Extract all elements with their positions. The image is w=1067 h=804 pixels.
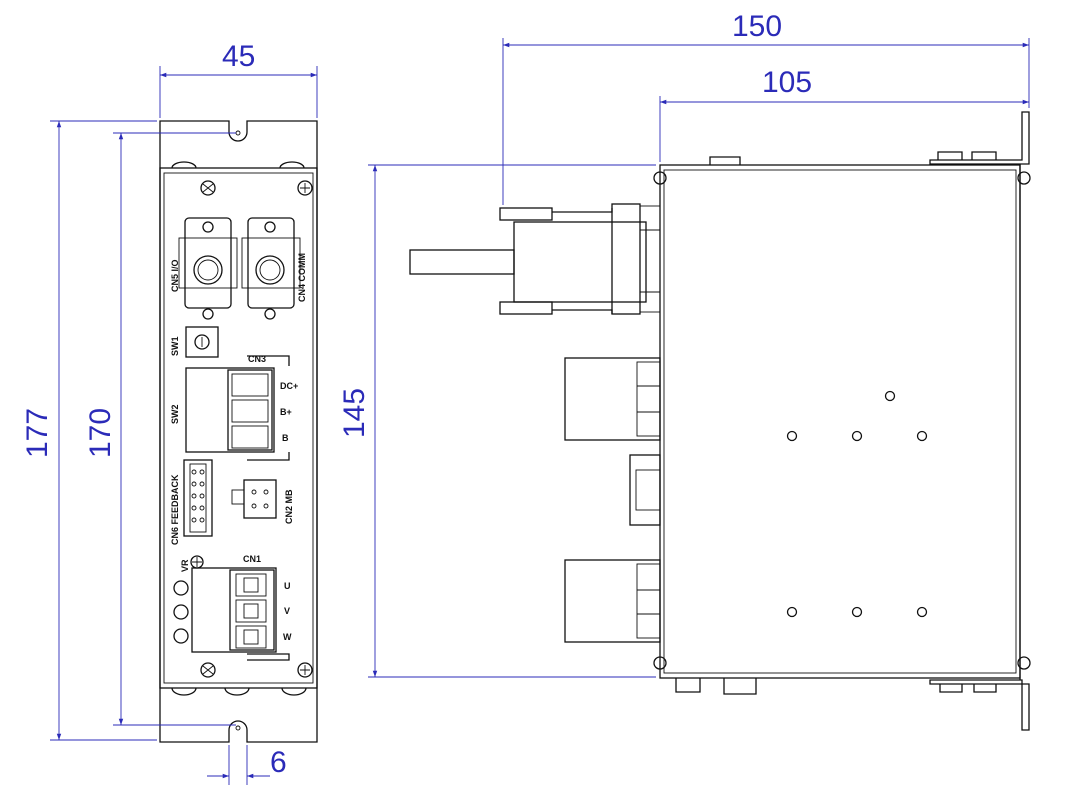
mounting-bracket — [929, 111, 1030, 165]
label-vr: VR — [180, 559, 190, 572]
cn3-terminal — [185, 355, 290, 461]
label-cn1: CN1 — [243, 554, 261, 564]
cn3-side — [564, 357, 661, 441]
dim-front-height-hole: 170 — [84, 408, 117, 458]
label-cn3: CN3 — [248, 354, 266, 364]
label-u: U — [284, 581, 291, 591]
label-cn5: CN5 I/O — [170, 259, 180, 292]
label-cn4: CN4 COMM — [297, 253, 307, 302]
label-dc-plus: DC+ — [280, 381, 298, 391]
dim-slot-width: 6 — [270, 746, 287, 779]
label-cn6: CN6 FEEDBACK — [170, 474, 180, 545]
front-body — [159, 167, 318, 689]
screw-icon — [297, 662, 313, 678]
cn6-header — [183, 459, 213, 537]
screw-icon — [200, 662, 216, 678]
side-view — [409, 111, 1031, 731]
dim-side-depth-overall: 150 — [732, 10, 782, 43]
plug-connector — [409, 203, 661, 315]
screw-icon — [297, 180, 313, 196]
label-b: B — [282, 433, 289, 443]
label-v: V — [284, 606, 290, 616]
side-dimensions: 150 105 145 — [338, 10, 1030, 678]
front-dimensions: 45 177 170 6 — [21, 40, 318, 785]
cn1-side — [564, 559, 661, 643]
dim-side-depth-body: 105 — [762, 66, 812, 99]
sw1-switch — [185, 326, 219, 358]
screw-icon — [200, 180, 216, 196]
cn1-terminal — [173, 567, 290, 661]
dim-front-width: 45 — [222, 40, 255, 73]
vr-icon — [190, 555, 204, 569]
label-b-plus: B+ — [280, 407, 292, 417]
label-w: W — [283, 632, 292, 642]
side-body — [659, 164, 1021, 679]
label-sw2: SW2 — [170, 404, 180, 424]
cn2-side — [629, 454, 661, 526]
front-view: CN5 I/O CN4 COMM SW1 CN3 DC+ B+ B SW2 CN… — [159, 120, 318, 743]
cn2-connector — [231, 479, 277, 519]
side-holes — [786, 390, 928, 618]
label-cn2: CN2 MB — [284, 489, 294, 524]
dim-front-height-overall: 177 — [21, 408, 54, 458]
mounting-plate — [159, 120, 318, 743]
cn5-connector — [178, 217, 238, 320]
label-sw1: SW1 — [170, 336, 180, 356]
cn4-connector — [241, 217, 301, 320]
dim-side-height: 145 — [338, 388, 371, 438]
